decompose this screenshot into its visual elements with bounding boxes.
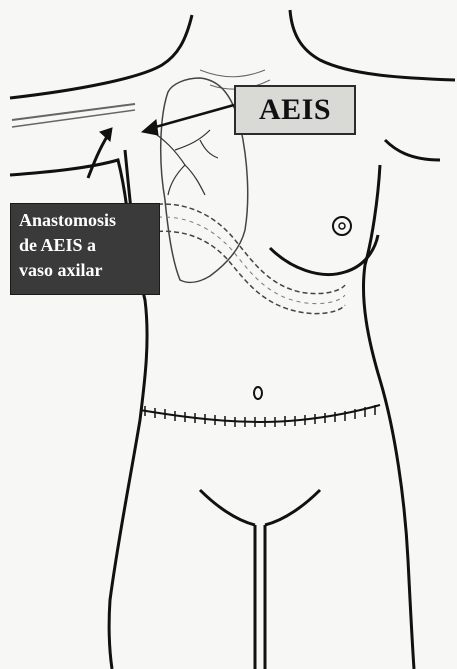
aeis-pointer-head bbox=[142, 120, 158, 135]
right-nipple-inner bbox=[339, 223, 345, 229]
reconstructed-flap-mid bbox=[150, 217, 345, 304]
left-neck-line bbox=[10, 15, 192, 98]
right-breast-outline bbox=[270, 235, 378, 275]
anastomosis-line-2: de AEIS a bbox=[19, 233, 151, 258]
reconstructed-flap-outer bbox=[150, 204, 345, 294]
left-groin-line bbox=[200, 490, 255, 525]
right-torso-side bbox=[363, 140, 440, 669]
right-nipple-outer bbox=[333, 217, 351, 235]
abdominal-incision bbox=[140, 405, 380, 422]
right-neck-line bbox=[290, 10, 455, 80]
anastomosis-label: Anastomosis de AEIS a vaso axilar bbox=[10, 203, 160, 295]
aeis-label-text: AEIS bbox=[259, 93, 331, 127]
aeis-label: AEIS bbox=[234, 85, 356, 135]
axillary-vessel-arrow bbox=[88, 135, 108, 178]
anastomosis-line-1: Anastomosis bbox=[19, 208, 151, 233]
right-groin-line bbox=[265, 490, 320, 525]
umbilicus bbox=[254, 387, 262, 399]
anastomosis-line-3: vaso axilar bbox=[19, 258, 151, 283]
